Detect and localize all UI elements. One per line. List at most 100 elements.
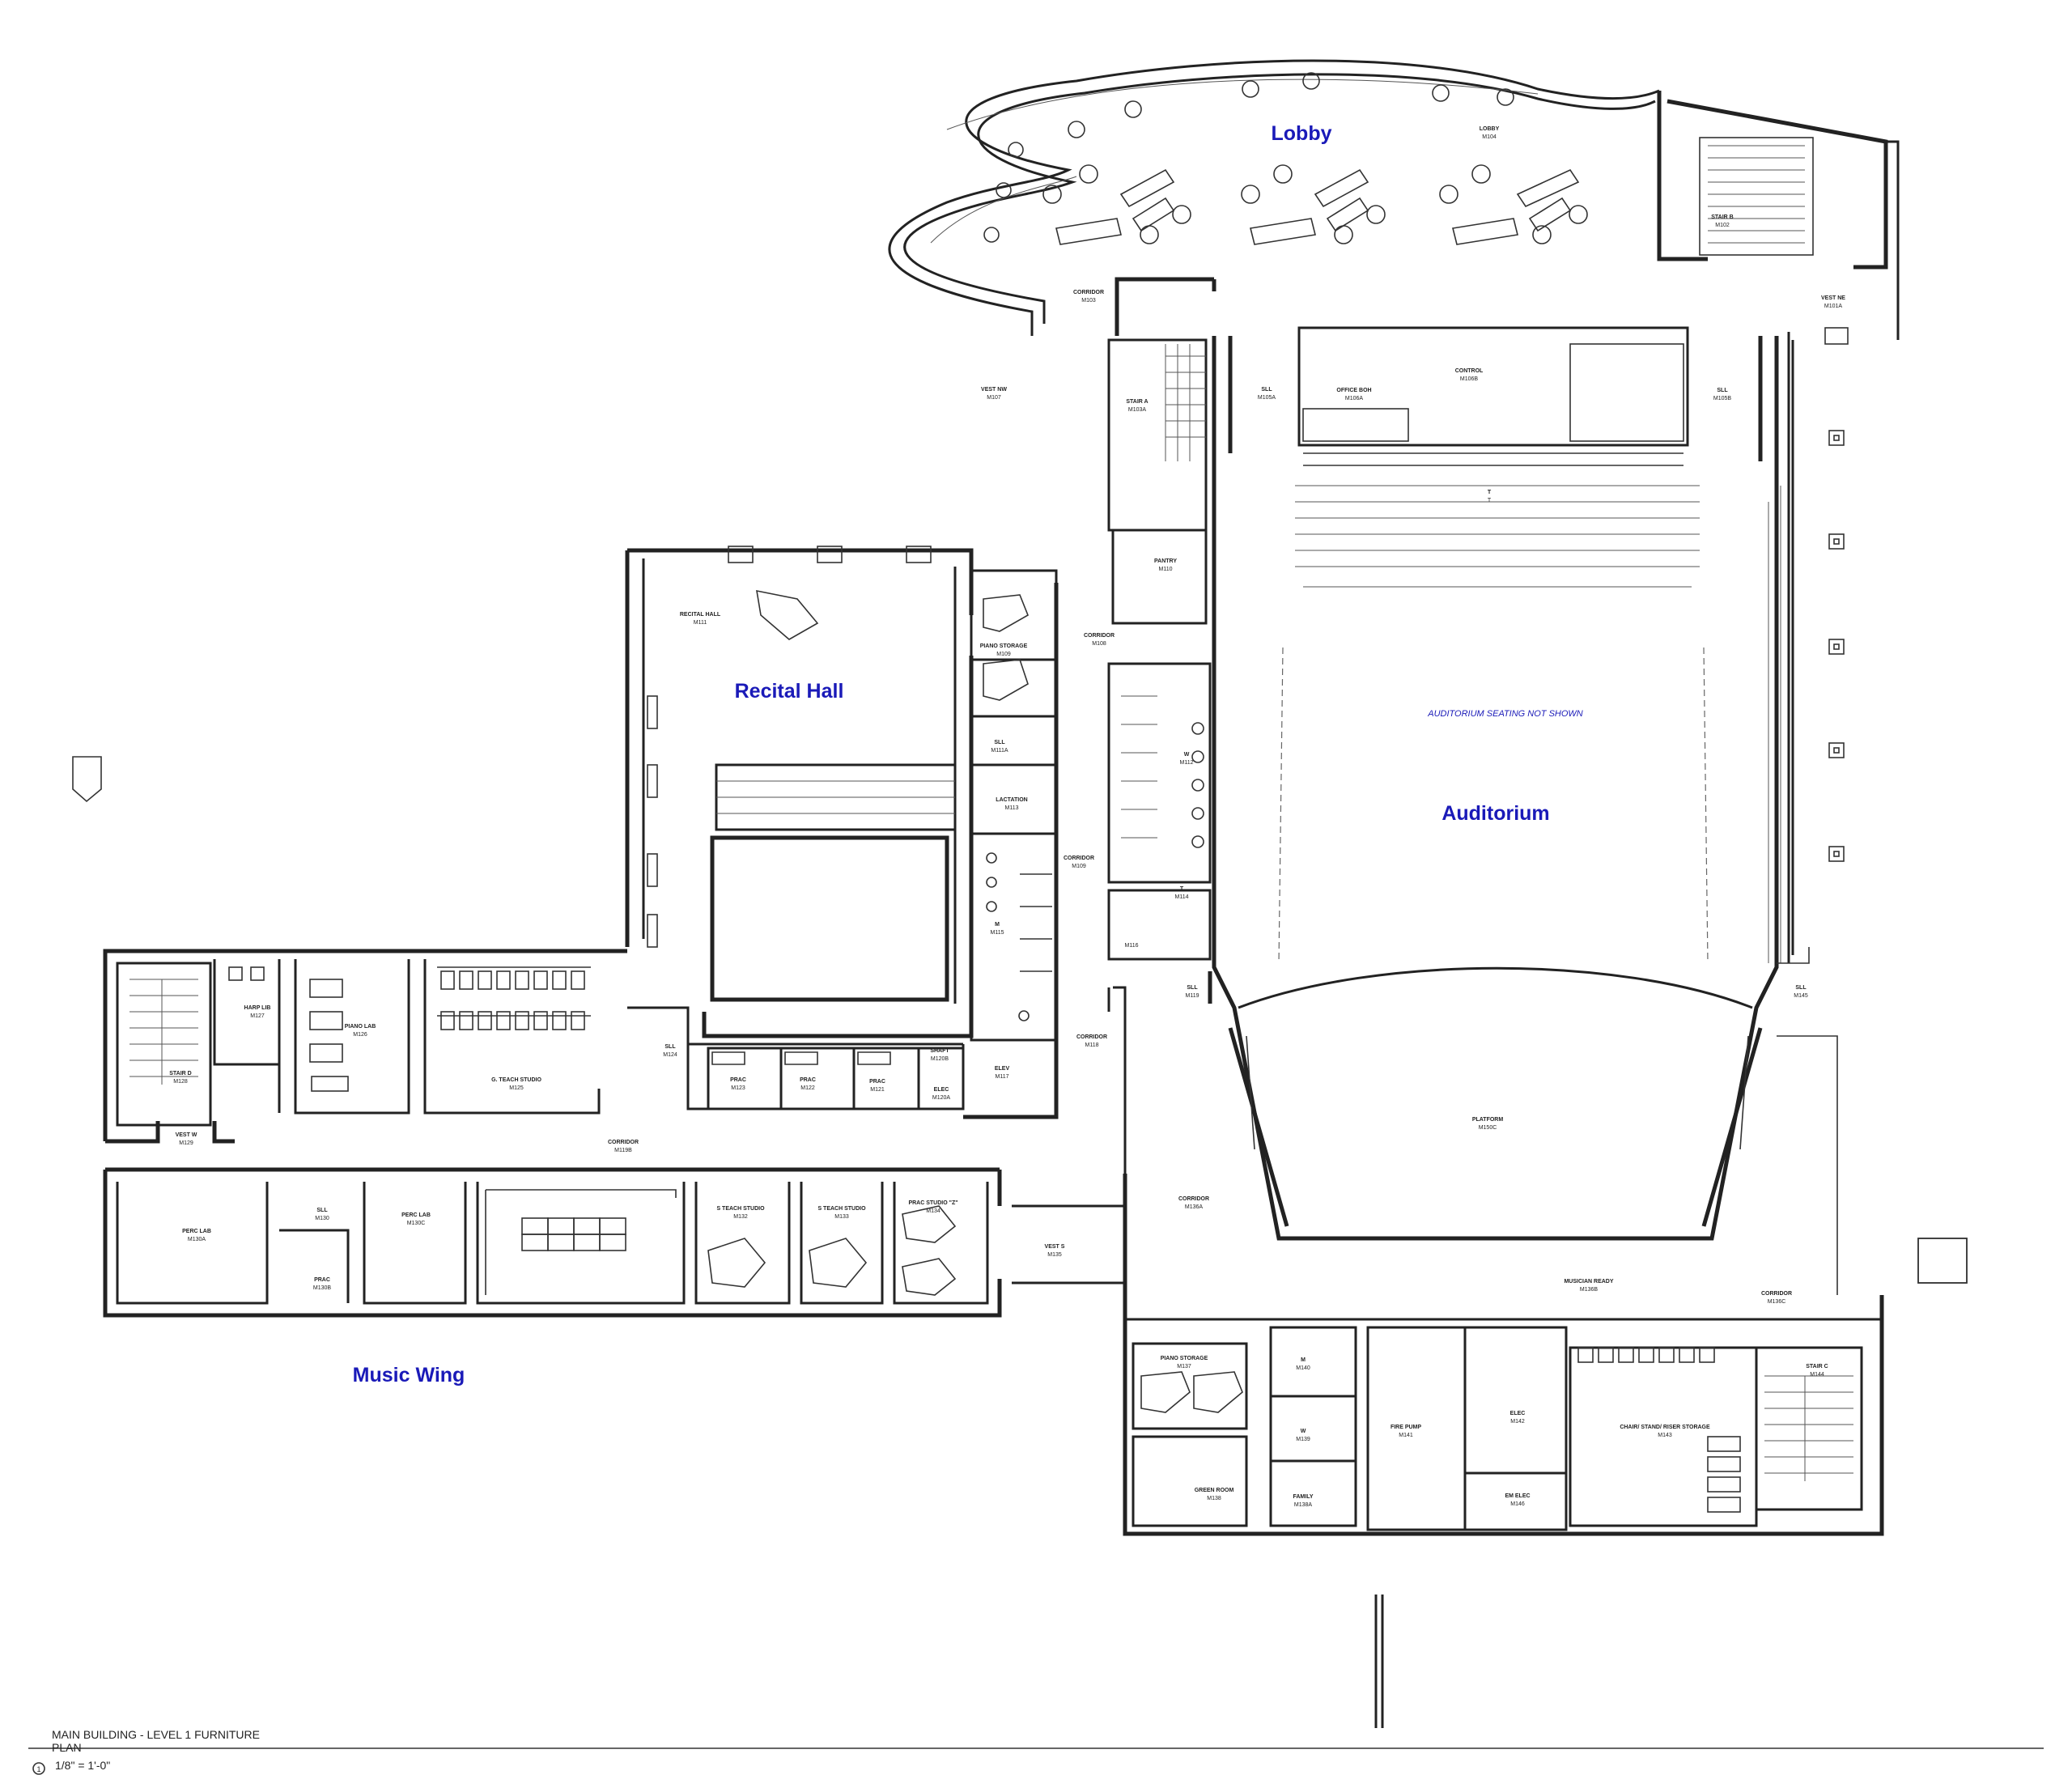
area-label-auditorium: Auditorium — [1441, 802, 1549, 825]
room-number: M106B — [1460, 376, 1479, 382]
room-number: M142 — [1510, 1419, 1525, 1425]
room-name: T — [1488, 490, 1492, 495]
room-number: M116 — [1125, 943, 1139, 949]
room-number: M128 — [173, 1079, 188, 1085]
room-number: M138 — [1207, 1496, 1221, 1501]
room-number: M108 — [1092, 641, 1106, 647]
room-label: STAIR B M102 — [1711, 214, 1733, 228]
room-label: LACTATION M113 — [996, 797, 1027, 811]
room-name: PRAC — [800, 1077, 816, 1083]
room-name: M — [1301, 1357, 1306, 1363]
room-name: FIRE PUMP — [1391, 1425, 1421, 1430]
room-name: PIANO LAB — [345, 1024, 376, 1030]
west-core — [1107, 338, 1212, 961]
room-number: M122 — [800, 1085, 815, 1091]
room-number: M103 — [1081, 298, 1096, 304]
room-number: M117 — [996, 1074, 1009, 1080]
room-name: SLL — [1261, 387, 1272, 393]
room-name: MUSICIAN READY — [1564, 1279, 1613, 1285]
room-name: SLL — [1717, 388, 1728, 393]
room-number: M143 — [1658, 1433, 1672, 1438]
room-number: M119B — [614, 1148, 632, 1153]
view-number: 1 — [36, 1765, 40, 1773]
room-name: PRAC — [869, 1079, 885, 1085]
room-label: HARP LIB M127 — [244, 1005, 271, 1019]
auditorium-block — [1212, 326, 1838, 1295]
room-number: M145 — [1794, 993, 1808, 999]
stair-b — [1699, 137, 1814, 256]
south-boh — [1125, 1318, 1882, 1728]
room-number: M138A — [1294, 1502, 1313, 1508]
room-number: M113 — [1005, 805, 1019, 811]
lobby-wing — [888, 59, 1900, 340]
room-name: CHAIR/ STAND/ RISER STORAGE — [1620, 1425, 1710, 1430]
room-label: SLL M145 — [1794, 985, 1808, 999]
room-number: M112 — [1180, 760, 1194, 766]
view-scale: 1/8" = 1'-0" — [55, 1759, 110, 1772]
room-label: CHAIR/ STAND/ RISER STORAGE M143 — [1620, 1425, 1710, 1438]
room-label: CORRIDOR M103 — [1073, 290, 1104, 304]
room-name: SHAFT — [930, 1048, 949, 1054]
room-name: W — [1301, 1429, 1306, 1434]
room-name: LOBBY — [1480, 126, 1500, 132]
room-name: PIANO STORAGE — [980, 643, 1028, 649]
room-name: ELEC — [934, 1087, 949, 1093]
room-number: M127 — [250, 1013, 265, 1019]
room-name: STAIR A — [1126, 399, 1148, 405]
central-corridor — [963, 583, 1884, 1536]
room-number: M126 — [353, 1032, 367, 1038]
room-number: M129 — [179, 1140, 193, 1146]
room-name: HARP LIB — [244, 1005, 271, 1011]
room-name: GREEN ROOM — [1195, 1488, 1234, 1493]
music-wing-north — [103, 949, 965, 1144]
room-number: M121 — [870, 1087, 885, 1093]
room-name: S TEACH STUDIO — [817, 1206, 866, 1212]
room-label: ELEV M117 — [995, 1066, 1010, 1080]
room-name: VEST NE — [1821, 295, 1845, 301]
room-name: RECITAL HALL — [680, 612, 721, 618]
room-number: M111A — [991, 748, 1008, 754]
room-number: M109 — [996, 652, 1011, 657]
view-title-line2: PLAN — [52, 1741, 82, 1754]
room-name: PRAC STUDIO "Z" — [908, 1200, 957, 1206]
room-name: SLL — [664, 1044, 676, 1050]
room-name: M — [995, 922, 1000, 928]
room-number: M110 — [1159, 567, 1173, 572]
room-name: CORRIDOR — [1073, 290, 1104, 295]
room-number: M104 — [1482, 134, 1497, 140]
room-number: M146 — [1510, 1501, 1525, 1507]
room-name: LACTATION — [996, 797, 1027, 803]
room-number: M123 — [731, 1085, 745, 1091]
room-name: SLL — [1795, 985, 1807, 991]
room-number: M102 — [1715, 223, 1730, 228]
room-number: M119 — [1186, 993, 1199, 999]
room-number: M130 — [315, 1216, 329, 1221]
room-number: M136B — [1580, 1287, 1599, 1293]
room-name: STAIR B — [1711, 214, 1733, 220]
room-number: M105B — [1713, 396, 1732, 401]
room-label: PRAC M121 — [869, 1079, 885, 1093]
room-label: SLL M105B — [1713, 388, 1732, 401]
room-name: PLATFORM — [1472, 1117, 1504, 1123]
room-name: ELEV — [995, 1066, 1010, 1072]
